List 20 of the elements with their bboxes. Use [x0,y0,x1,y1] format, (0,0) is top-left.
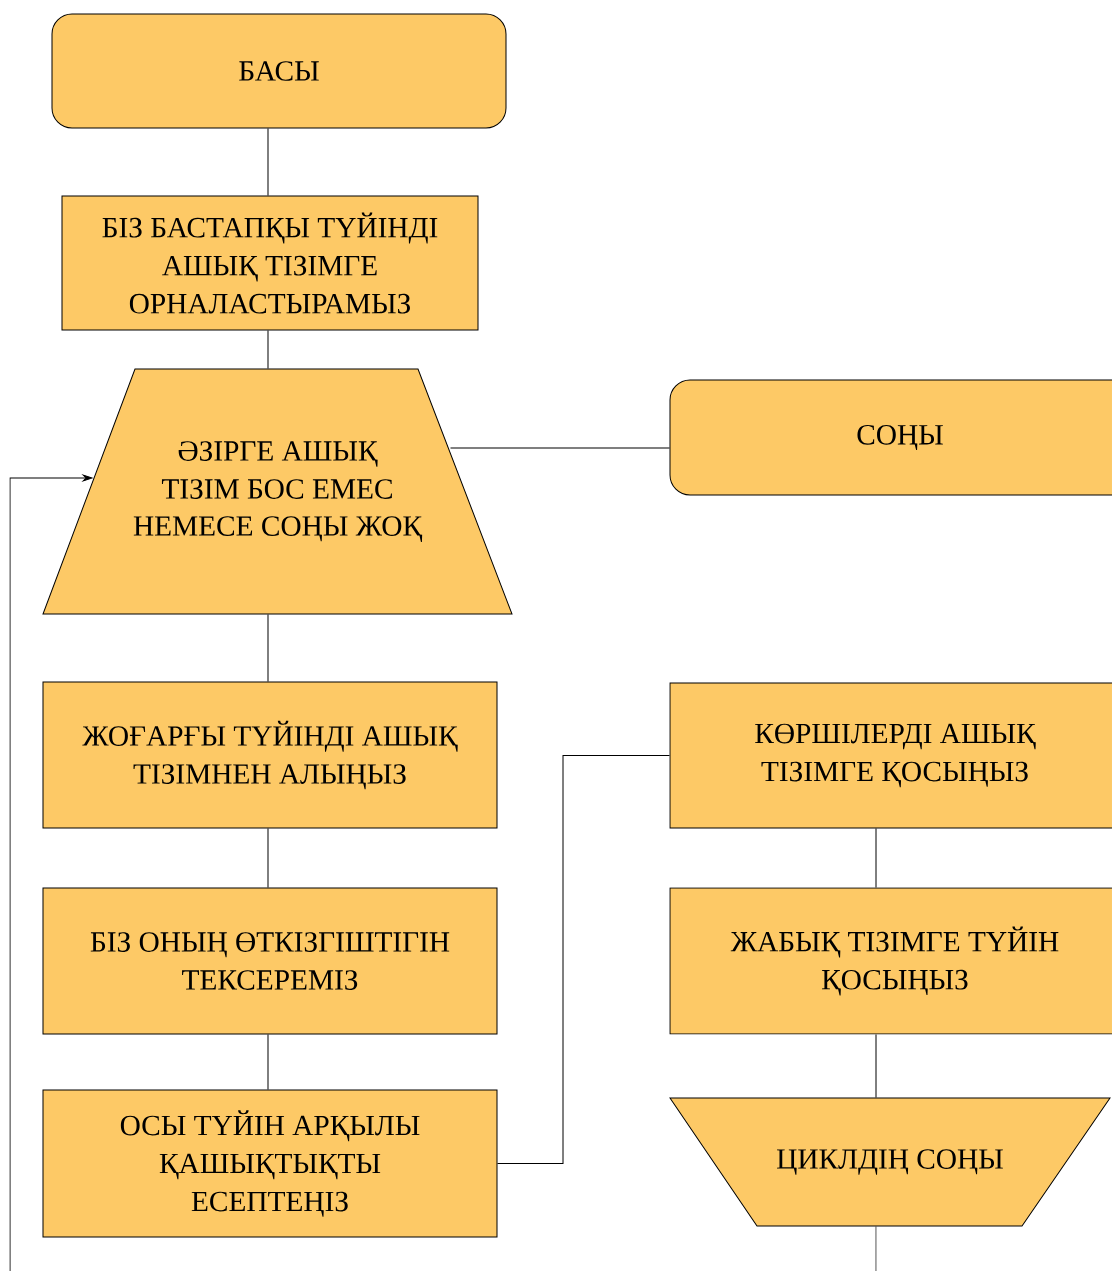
connector-line [875,828,877,888]
process-box: БІЗ ОНЫҢ ӨТКІЗГІШТІГІН ТЕКСЕРЕМІЗ [42,887,498,1035]
start-terminal: БАСЫ [51,13,507,129]
connector-line [267,128,269,196]
loop-end-trapezoid: ЦИКЛДІҢ СОҢЫ [669,1097,1111,1227]
connector-line [267,1034,269,1090]
end-terminal: СОҢЫ [669,379,1112,496]
process-box: ОСЫ ТҮЙІН АРҚЫЛЫ ҚАШЫҚТЫҚТЫ ЕСЕПТЕҢІЗ [42,1089,498,1238]
connector-line [497,755,670,1164]
connector-line [267,614,269,682]
connector-line [267,330,269,369]
process-box: ЖАБЫҚ ТІЗІМГЕ ТҮЙІН ҚОСЫҢЫЗ [669,887,1112,1035]
connector-line [875,1034,877,1098]
arrow [9,474,93,1271]
connector-line [267,828,269,888]
process-box: ЖОҒАРҒЫ ТҮЙІНДІ АШЫҚ ТІЗІМНЕН АЛЫҢЫЗ [42,681,498,829]
process-box: БІЗ БАСТАПҚЫ ТҮЙІНДІ АШЫҚ ТІЗІМГЕ ОРНАЛАСТЫРАМЫЗ [61,195,479,331]
connector-line [450,447,670,449]
process-box: КӨРШІЛЕРДІ АШЫҚ ТІЗІМГЕ ҚОСЫҢЫЗ [669,682,1112,829]
loop-trapezoid: ӘЗІРГЕ АШЫҚ ТІЗІМ БОС ЕМЕС НЕМЕСЕ СОҢЫ ЖОҚ [42,368,513,615]
